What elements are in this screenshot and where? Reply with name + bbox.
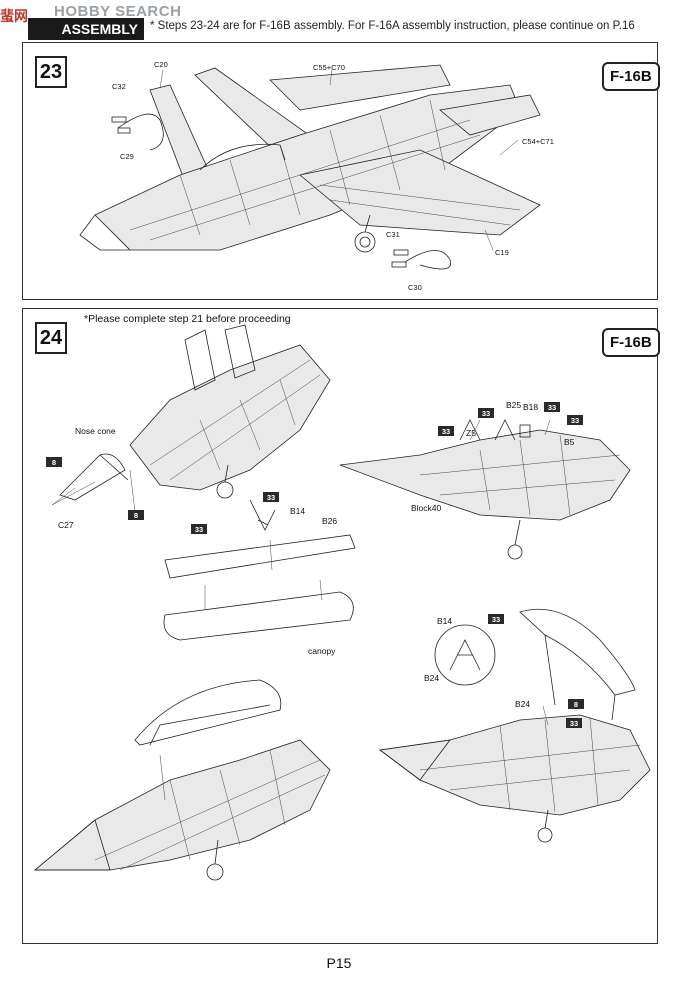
page-number: P15 xyxy=(326,955,352,971)
step-23-number: 23 xyxy=(35,56,67,88)
label-b24-lower: B24 xyxy=(515,699,531,709)
tag-33-text: 33 xyxy=(570,415,580,425)
label-b18: B18 xyxy=(523,402,539,412)
label-c27: C27 xyxy=(58,520,74,530)
header-note: * Steps 23-24 are for F-16B assembly. Fo… xyxy=(150,20,635,32)
tag-8-text: 8 xyxy=(573,699,579,709)
label-c32: C32 xyxy=(112,82,126,91)
label-c20: C20 xyxy=(154,60,168,69)
assembly-label: ASSEMBLY xyxy=(61,21,138,37)
label-z5: Z5 xyxy=(466,428,476,438)
tag-8-b24: 8 xyxy=(568,699,584,709)
label-b14-detail: B14 xyxy=(437,616,453,626)
tag-33-text: 33 xyxy=(547,402,557,412)
step-24-note: *Please complete step 21 before proceedi… xyxy=(84,313,291,325)
tag-33-text: 33 xyxy=(441,426,451,436)
tag-33-b14: 33 xyxy=(263,492,279,502)
tag-33-b24: 33 xyxy=(566,718,582,728)
tag-8-text: 8 xyxy=(51,457,57,467)
label-block40: Block40 xyxy=(411,503,442,513)
tag-33-b5: 33 xyxy=(567,415,583,425)
step-23-aircraft-drawing xyxy=(79,64,541,270)
tag-33-text: 33 xyxy=(481,408,491,418)
tag-33-canopy-frame: 33 xyxy=(191,524,207,534)
label-b5: B5 xyxy=(564,437,575,447)
label-canopy: canopy xyxy=(308,646,336,656)
tag-8-lower: 8 xyxy=(128,510,144,520)
label-c29: C29 xyxy=(120,152,134,161)
label-b25: B25 xyxy=(506,400,522,410)
label-b14: B14 xyxy=(290,506,306,516)
label-c30: C30 xyxy=(408,283,422,292)
tag-8-nose: 8 xyxy=(46,457,62,467)
tag-33-text: 33 xyxy=(266,492,276,502)
tag-33-detail: 33 xyxy=(488,614,504,624)
tag-8-text: 8 xyxy=(133,510,139,520)
assembly-header-tab: ASSEMBLY xyxy=(28,18,144,40)
label-b26: B26 xyxy=(322,516,338,526)
label-c31: C31 xyxy=(386,230,400,239)
step-24-variant-badge: F-16B xyxy=(602,328,660,357)
label-c54-c71: C54+C71 xyxy=(522,137,554,146)
label-b24-detail: B24 xyxy=(424,673,440,683)
tag-33-z5: 33 xyxy=(438,426,454,436)
watermark-brand: HOBBY SEARCH xyxy=(54,3,182,20)
step-23-variant-badge: F-16B xyxy=(602,62,660,91)
tag-33-b18: 33 xyxy=(544,402,560,412)
label-nose-cone: Nose cone xyxy=(75,426,116,436)
tag-33-text: 33 xyxy=(194,524,204,534)
step-24-number: 24 xyxy=(35,322,67,354)
tag-33-text: 33 xyxy=(569,718,579,728)
label-c19: C19 xyxy=(495,248,509,257)
tag-33-text: 33 xyxy=(491,614,501,624)
label-c55-c70: C55+C70 xyxy=(313,63,345,72)
watermark-cn: 蜚网 xyxy=(0,8,28,24)
tag-33-b25: 33 xyxy=(478,408,494,418)
